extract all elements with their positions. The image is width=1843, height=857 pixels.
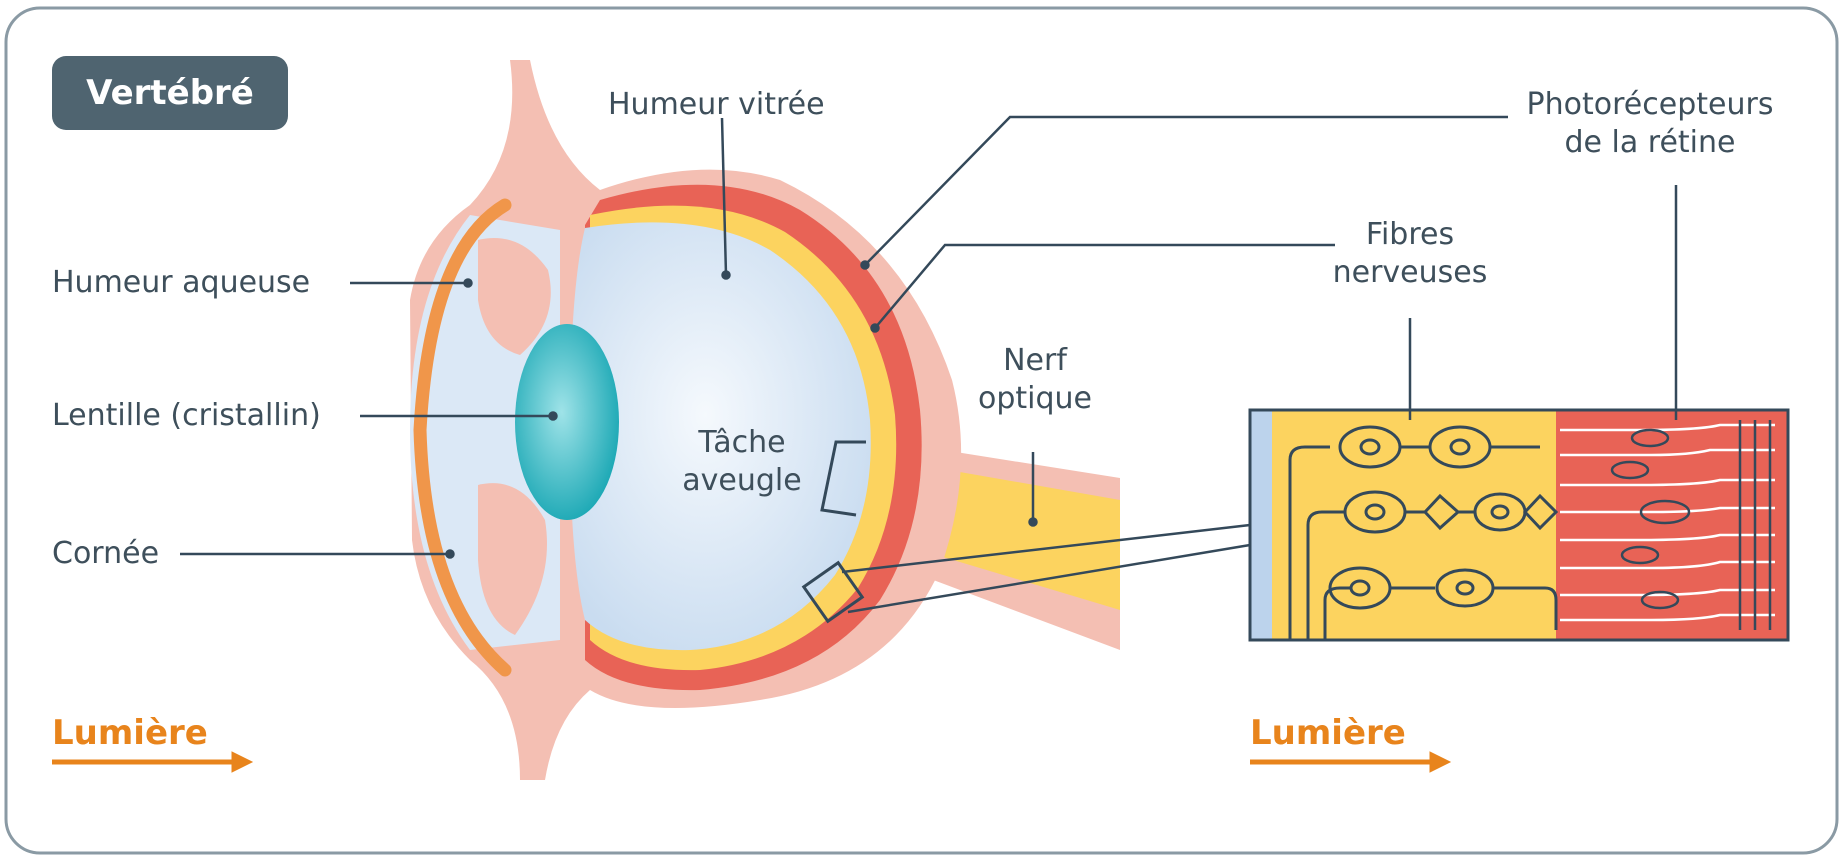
label-tache-line1: Tâche (668, 424, 816, 462)
label-fibres-nerveuses: Fibres nerveuses (1300, 216, 1520, 292)
label-lentille: Lentille (cristallin) (52, 397, 321, 435)
label-photorecepteurs-line2: de la rétine (1510, 124, 1790, 162)
label-nerf-line2: optique (975, 380, 1095, 418)
label-photorecepteurs-line1: Photorécepteurs (1510, 86, 1790, 124)
label-photorecepteurs: Photorécepteurs de la rétine (1510, 86, 1790, 162)
label-tache-line2: aveugle (668, 462, 816, 500)
label-cornee: Cornée (52, 535, 159, 573)
label-fibres-line2: nerveuses (1300, 254, 1520, 292)
light-arrows (52, 752, 1450, 772)
label-nerf-line1: Nerf (975, 342, 1095, 380)
lens (515, 324, 619, 520)
lumiere-label-left: Lumière (52, 713, 208, 753)
label-humeur-vitree: Humeur vitrée (608, 86, 825, 124)
label-nerf-optique: Nerf optique (975, 342, 1095, 418)
retina-detail (1250, 410, 1788, 640)
label-tache-aveugle: Tâche aveugle (668, 424, 816, 500)
lumiere-label-right: Lumière (1250, 713, 1406, 753)
vertebre-badge: Vertébré (52, 56, 288, 130)
label-fibres-line1: Fibres (1300, 216, 1520, 254)
label-humeur-aqueuse: Humeur aqueuse (52, 264, 310, 302)
leader-fibres (875, 245, 1335, 328)
